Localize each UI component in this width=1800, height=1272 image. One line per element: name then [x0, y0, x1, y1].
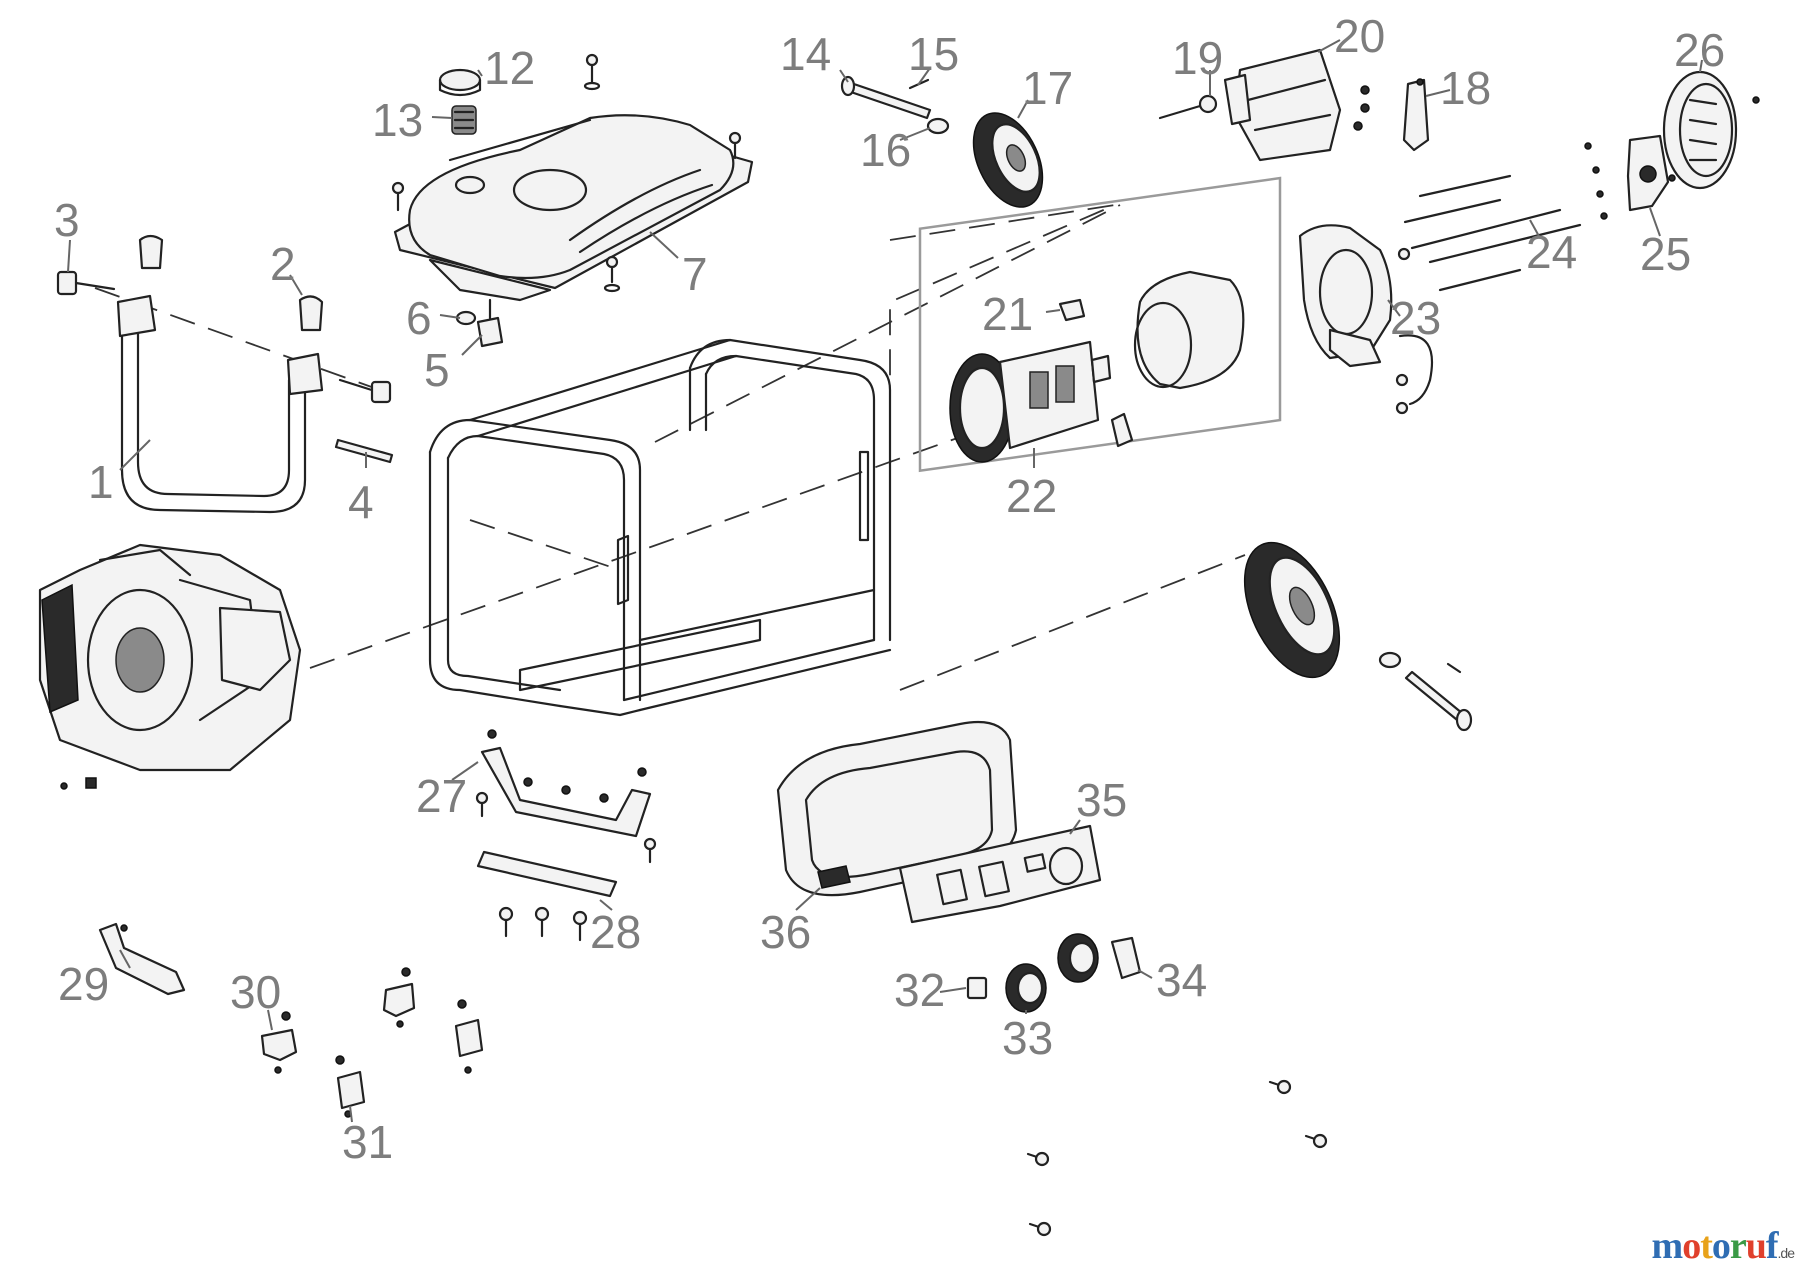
part-14-axle [840, 75, 932, 120]
frame [428, 338, 892, 717]
part-36-panel-housing [776, 720, 1018, 897]
watermark-letter: u [1745, 1225, 1767, 1267]
part-19-nut [1158, 94, 1218, 120]
watermark-letter: m [1651, 1225, 1684, 1267]
callout-16: 16 [860, 124, 911, 176]
part-23-end-bell [1298, 224, 1434, 415]
part-4-pin [334, 438, 394, 464]
callout-31: 31 [342, 1116, 393, 1168]
callout-25: 25 [1640, 228, 1691, 280]
lower-wheel [1243, 541, 1341, 679]
part-21-brush [1058, 298, 1086, 322]
callout-5: 5 [424, 344, 450, 396]
callout-27: 27 [416, 770, 467, 822]
callout-35: 35 [1076, 774, 1127, 826]
callout-34: 34 [1156, 954, 1207, 1006]
callout-14: 14 [780, 28, 831, 80]
part-16-washer [926, 117, 950, 135]
callout-24: 24 [1526, 226, 1577, 278]
watermark-letter: r [1729, 1225, 1747, 1267]
part-29-bracket [98, 922, 186, 996]
callout-19: 19 [1172, 32, 1223, 84]
part-2-grip [138, 234, 324, 332]
callout-numbers: 1 2 3 4 5 6 7 12 13 14 15 16 17 18 19 20… [54, 10, 1725, 1168]
tank-screws [391, 53, 742, 293]
part-18-bracket [1402, 78, 1430, 152]
part-12-fuel-cap [438, 68, 482, 97]
callout-1: 1 [88, 456, 114, 508]
part-25-bracket [1626, 134, 1670, 212]
watermark-letter: o [1711, 1225, 1731, 1267]
watermark-letter: t [1700, 1225, 1713, 1267]
mount-bolts [475, 791, 657, 942]
part-1-handle [116, 294, 324, 514]
callout-3: 3 [54, 194, 80, 246]
lower-axle [1378, 651, 1473, 732]
part-31-rubber-mount [335, 999, 484, 1118]
fan-screws [1584, 96, 1760, 220]
part-3-bolt [56, 270, 392, 404]
part-22-stator [1110, 270, 1245, 448]
callout-32: 32 [894, 964, 945, 1016]
callout-12: 12 [484, 42, 535, 94]
callout-23: 23 [1390, 292, 1441, 344]
callout-18: 18 [1440, 62, 1491, 114]
callout-30: 30 [230, 966, 281, 1018]
motoruf-watermark: motoruf.de [1651, 1224, 1795, 1268]
part-35-panel-plate [898, 824, 1102, 924]
callout-17: 17 [1022, 62, 1073, 114]
engine [38, 543, 302, 790]
leader-lines [67, 39, 1703, 1123]
watermark-letter: o [1682, 1225, 1701, 1267]
callout-20: 20 [1334, 10, 1385, 62]
callout-4: 4 [348, 476, 374, 528]
callout-36: 36 [760, 906, 811, 958]
part-22-rotor-stator-box [918, 176, 1282, 473]
part-33-outlet [1005, 933, 1099, 1013]
part-17-wheel [972, 112, 1044, 208]
part-32-switch [966, 976, 988, 1000]
callout-33: 33 [1002, 1012, 1053, 1064]
callout-13: 13 [372, 94, 423, 146]
part-28-mount-plate [476, 850, 618, 898]
part-27-mount-bracket [480, 729, 652, 838]
callout-6: 6 [406, 292, 432, 344]
watermark-domain: .de [1777, 1245, 1795, 1261]
cover-screws [1353, 78, 1424, 131]
part-30-rubber-mount [260, 967, 416, 1074]
part-7-fuel-tank [393, 114, 754, 302]
part-26-fan-cover [1662, 70, 1738, 190]
part-5-fuel-valve [476, 298, 504, 348]
callout-7: 7 [682, 248, 708, 300]
panel-screws [1026, 1079, 1328, 1237]
part-22-rotor [949, 340, 1112, 463]
part-20-cover [1223, 48, 1342, 162]
watermark-letter: f [1765, 1225, 1779, 1267]
callout-15: 15 [908, 28, 959, 80]
callout-28: 28 [590, 906, 641, 958]
part-34-breaker [1110, 936, 1142, 980]
callout-2: 2 [270, 238, 296, 290]
part-24-through-bolts [1397, 174, 1582, 292]
callout-26: 26 [1674, 24, 1725, 76]
callout-29: 29 [58, 958, 109, 1010]
part-13-fuel-strainer [451, 105, 477, 135]
callout-21: 21 [982, 288, 1033, 340]
callout-22: 22 [1006, 470, 1057, 522]
